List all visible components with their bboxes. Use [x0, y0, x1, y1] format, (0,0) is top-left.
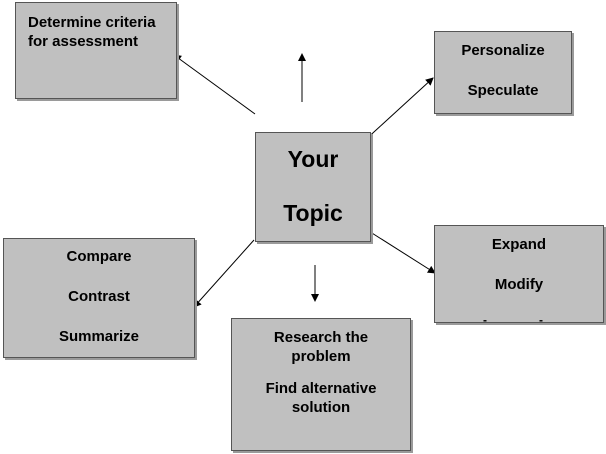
expand-label: Expand	[491, 236, 547, 253]
criteria-box: Determine criteria for assessment	[15, 2, 177, 99]
topic-box: Your Topic	[255, 132, 371, 242]
research-box: Research the problem Find alternative so…	[231, 318, 411, 451]
topic-line-2: Topic	[283, 200, 343, 226]
alternative-line-2: solution	[291, 399, 351, 416]
summarize-label: Summarize	[58, 328, 140, 345]
modify-label: Modify	[494, 276, 544, 293]
arrow-to-expand	[363, 227, 436, 274]
arrow-to-compare	[193, 239, 255, 308]
arrow-to-criteria	[173, 54, 256, 115]
criteria-line-2: for assessment	[28, 33, 139, 50]
alternative-line-1: Find alternative	[265, 380, 377, 397]
research-line-1: Research the	[273, 329, 369, 346]
speculate-label: Speculate	[467, 82, 539, 99]
contrast-label: Contrast	[68, 288, 130, 305]
arrow-to-personalize	[362, 77, 434, 143]
compare-label: Compare	[66, 248, 132, 265]
personalize-label: Personalize	[461, 42, 545, 59]
stub-mark-1: -	[483, 313, 487, 327]
research-line-2: problem	[291, 348, 351, 365]
criteria-line-1: Determine criteria	[28, 14, 156, 31]
expand-box: Expand Modify - -	[434, 225, 604, 327]
stub-mark-2: -	[539, 313, 543, 327]
personalize-box: Personalize Speculate	[434, 31, 572, 114]
topic-line-1: Your	[287, 146, 339, 172]
compare-box: Compare Contrast Summarize	[3, 238, 195, 358]
